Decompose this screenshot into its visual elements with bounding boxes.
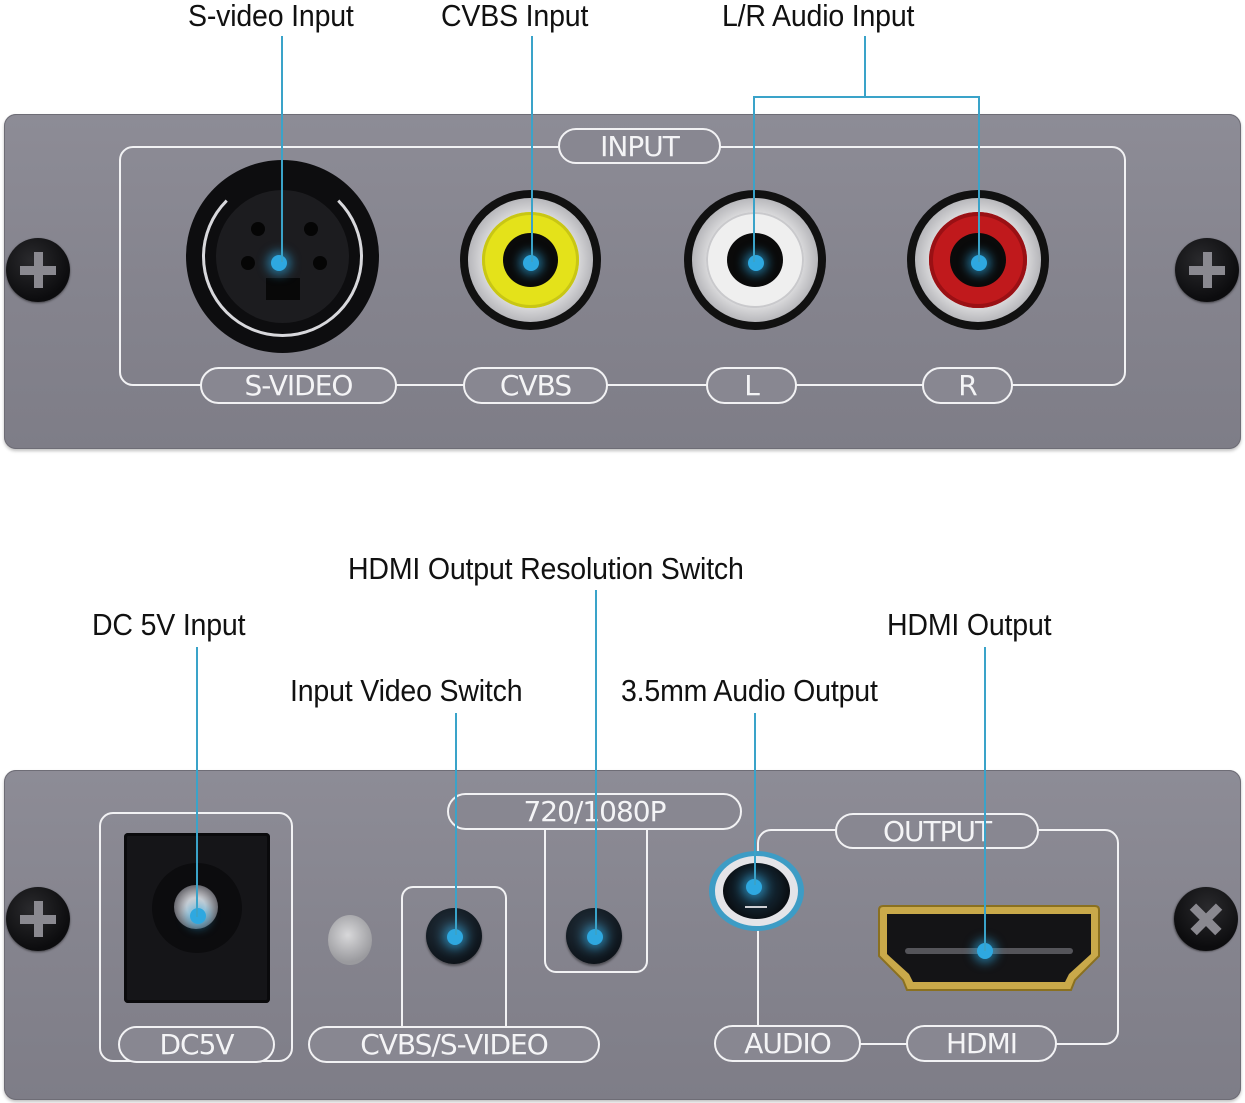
cvbs-label: CVBS — [463, 367, 608, 404]
screw-icon — [6, 238, 70, 302]
dc-label: DC5V — [118, 1026, 275, 1063]
cvbs-indicator-dot — [523, 255, 539, 271]
power-led — [328, 915, 372, 965]
audio-leader-bracket — [753, 96, 980, 98]
hdmi-indicator-dot — [977, 943, 993, 959]
video-switch-frame — [401, 886, 507, 1046]
audio-right-leader-line — [978, 96, 980, 262]
audio-output-indicator-dot — [746, 879, 762, 895]
input-frame-title: INPUT — [558, 128, 721, 164]
audio-output-callout: 3.5mm Audio Output — [621, 673, 878, 708]
screw-icon — [1175, 238, 1239, 302]
video-switch-leader-line — [455, 713, 457, 935]
video-switch-indicator-dot — [447, 929, 463, 945]
video-switch-label: CVBS/S-VIDEO — [308, 1026, 600, 1063]
resolution-switch-frame — [544, 830, 648, 973]
cvbs-input-callout: CVBS Input — [441, 0, 589, 33]
hdmi-label: HDMI — [906, 1025, 1057, 1062]
audio-leader-line — [864, 36, 866, 98]
svideo-indicator-dot — [271, 255, 287, 271]
svideo-leader-line — [281, 36, 283, 262]
hdmi-output-callout: HDMI Output — [887, 607, 1052, 642]
screw-icon — [6, 887, 70, 951]
svideo-label: S-VIDEO — [200, 367, 397, 404]
cvbs-leader-line — [531, 36, 533, 262]
resolution-indicator-dot — [587, 929, 603, 945]
output-frame-title: OUTPUT — [835, 813, 1039, 849]
audio-left-leader-line — [753, 96, 755, 262]
dc-input-callout: DC 5V Input — [92, 607, 246, 642]
audio-right-indicator-dot — [971, 255, 987, 271]
audio-label: AUDIO — [714, 1025, 861, 1062]
resolution-switch-callout: HDMI Output Resolution Switch — [348, 551, 744, 586]
dc-leader-line — [196, 647, 198, 917]
input-video-switch-callout: Input Video Switch — [290, 673, 523, 708]
resolution-leader-line — [595, 590, 597, 935]
audio-right-label: R — [922, 367, 1013, 404]
audio-left-label: L — [706, 367, 797, 404]
cvbs-port[interactable] — [460, 190, 601, 330]
dc-indicator-dot — [190, 908, 206, 924]
audio-left-indicator-dot — [748, 255, 764, 271]
lr-audio-input-callout: L/R Audio Input — [722, 0, 915, 33]
svideo-input-callout: S-video Input — [188, 0, 354, 33]
hdmi-leader-line — [984, 647, 986, 951]
audio-output-leader-line — [754, 713, 756, 885]
audio-output-jack[interactable] — [709, 851, 804, 931]
